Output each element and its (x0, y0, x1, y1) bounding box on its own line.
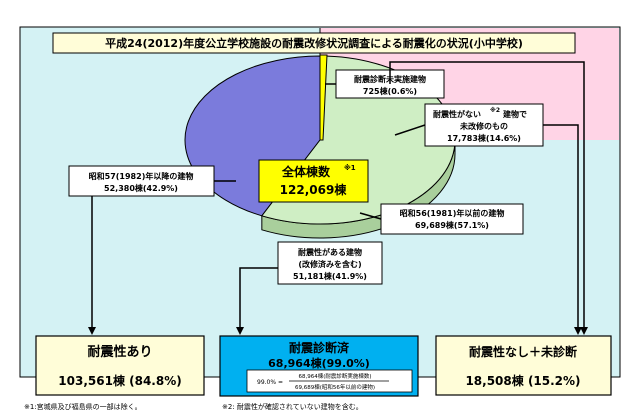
callout-pre1981-line2: 69,689棟(57.1%) (415, 220, 489, 230)
center-label-sup: ※1 (344, 163, 356, 172)
footnote-2: ※2: 耐震性が確認されていない建物を含む。 (222, 402, 363, 411)
bottom-left-label: 耐震性あり (87, 344, 152, 360)
arrow-to-right-box (543, 124, 582, 335)
title-box (52, 32, 576, 54)
bottom-mid-value: 68,964棟(99.0%) (268, 356, 370, 370)
center-label-box (258, 159, 369, 203)
callout-post1982-line2: 52,380棟(42.9%) (104, 183, 178, 193)
callout-has-resist-line2: (改修済みを含む) (298, 259, 361, 269)
callout-pre1981-line1: 昭和56(1981)年以前の建物 (400, 208, 505, 218)
callout-pre1981 (380, 203, 524, 235)
pie-slice-unsurveyed (319, 54, 328, 141)
formula-lhs: 99.0% = (257, 379, 283, 386)
footnote-1: ※1:宮城県及び福島県の一部は除く。 (24, 402, 142, 411)
center-label-line1: 全体棟数 (281, 164, 331, 179)
connector-pre1981 (359, 212, 382, 220)
bottom-right-value: 18,508棟 (15.2%) (465, 373, 580, 388)
chart-title: 平成24(2012)年度公立学校施設の耐震改修状況調査による耐震化の状況(小中学… (105, 36, 523, 50)
formula-denominator: 69,689棟(昭和56年以前の建物) (295, 383, 375, 391)
callout-post1982 (68, 165, 215, 197)
arrow-to-mid-box (236, 267, 278, 335)
callout-no-resist-sup: ※2 (490, 107, 500, 114)
callout-has-resist-line1: 耐震性がある建物 (298, 247, 362, 257)
callout-no-resist-line3: 17,783棟(14.6%) (447, 133, 521, 143)
connector-no-resist (394, 124, 426, 136)
bottom-box-left (35, 335, 205, 396)
callout-post1982-line1: 昭和57(1982)年以降の建物 (89, 171, 194, 181)
formula-numerator: 68,964棟(耐震診断実施棟数) (298, 372, 371, 380)
arrow-unsurveyed-to-right-box (389, 61, 588, 335)
bottom-left-value: 103,561棟 (84.8%) (58, 373, 181, 388)
callout-unsurveyed-line2: 725棟(0.6%) (363, 86, 417, 96)
bottom-box-right (435, 335, 612, 396)
bottom-right-label: 耐震性なし＋未診断 (469, 344, 577, 359)
callout-has-resist-line3: 51,181棟(41.9%) (293, 271, 367, 281)
callout-no-resist-line2: 未改修のもの (459, 121, 508, 131)
center-label-line2: 122,069棟 (280, 182, 348, 197)
callout-no-resist (424, 103, 544, 147)
callout-has-resist (277, 241, 383, 285)
callout-no-resist-line1b: 建物で (502, 109, 527, 119)
bottom-mid-label: 耐震診断済 (289, 340, 350, 355)
callout-no-resist-line1a: 耐震性がない (433, 109, 481, 119)
